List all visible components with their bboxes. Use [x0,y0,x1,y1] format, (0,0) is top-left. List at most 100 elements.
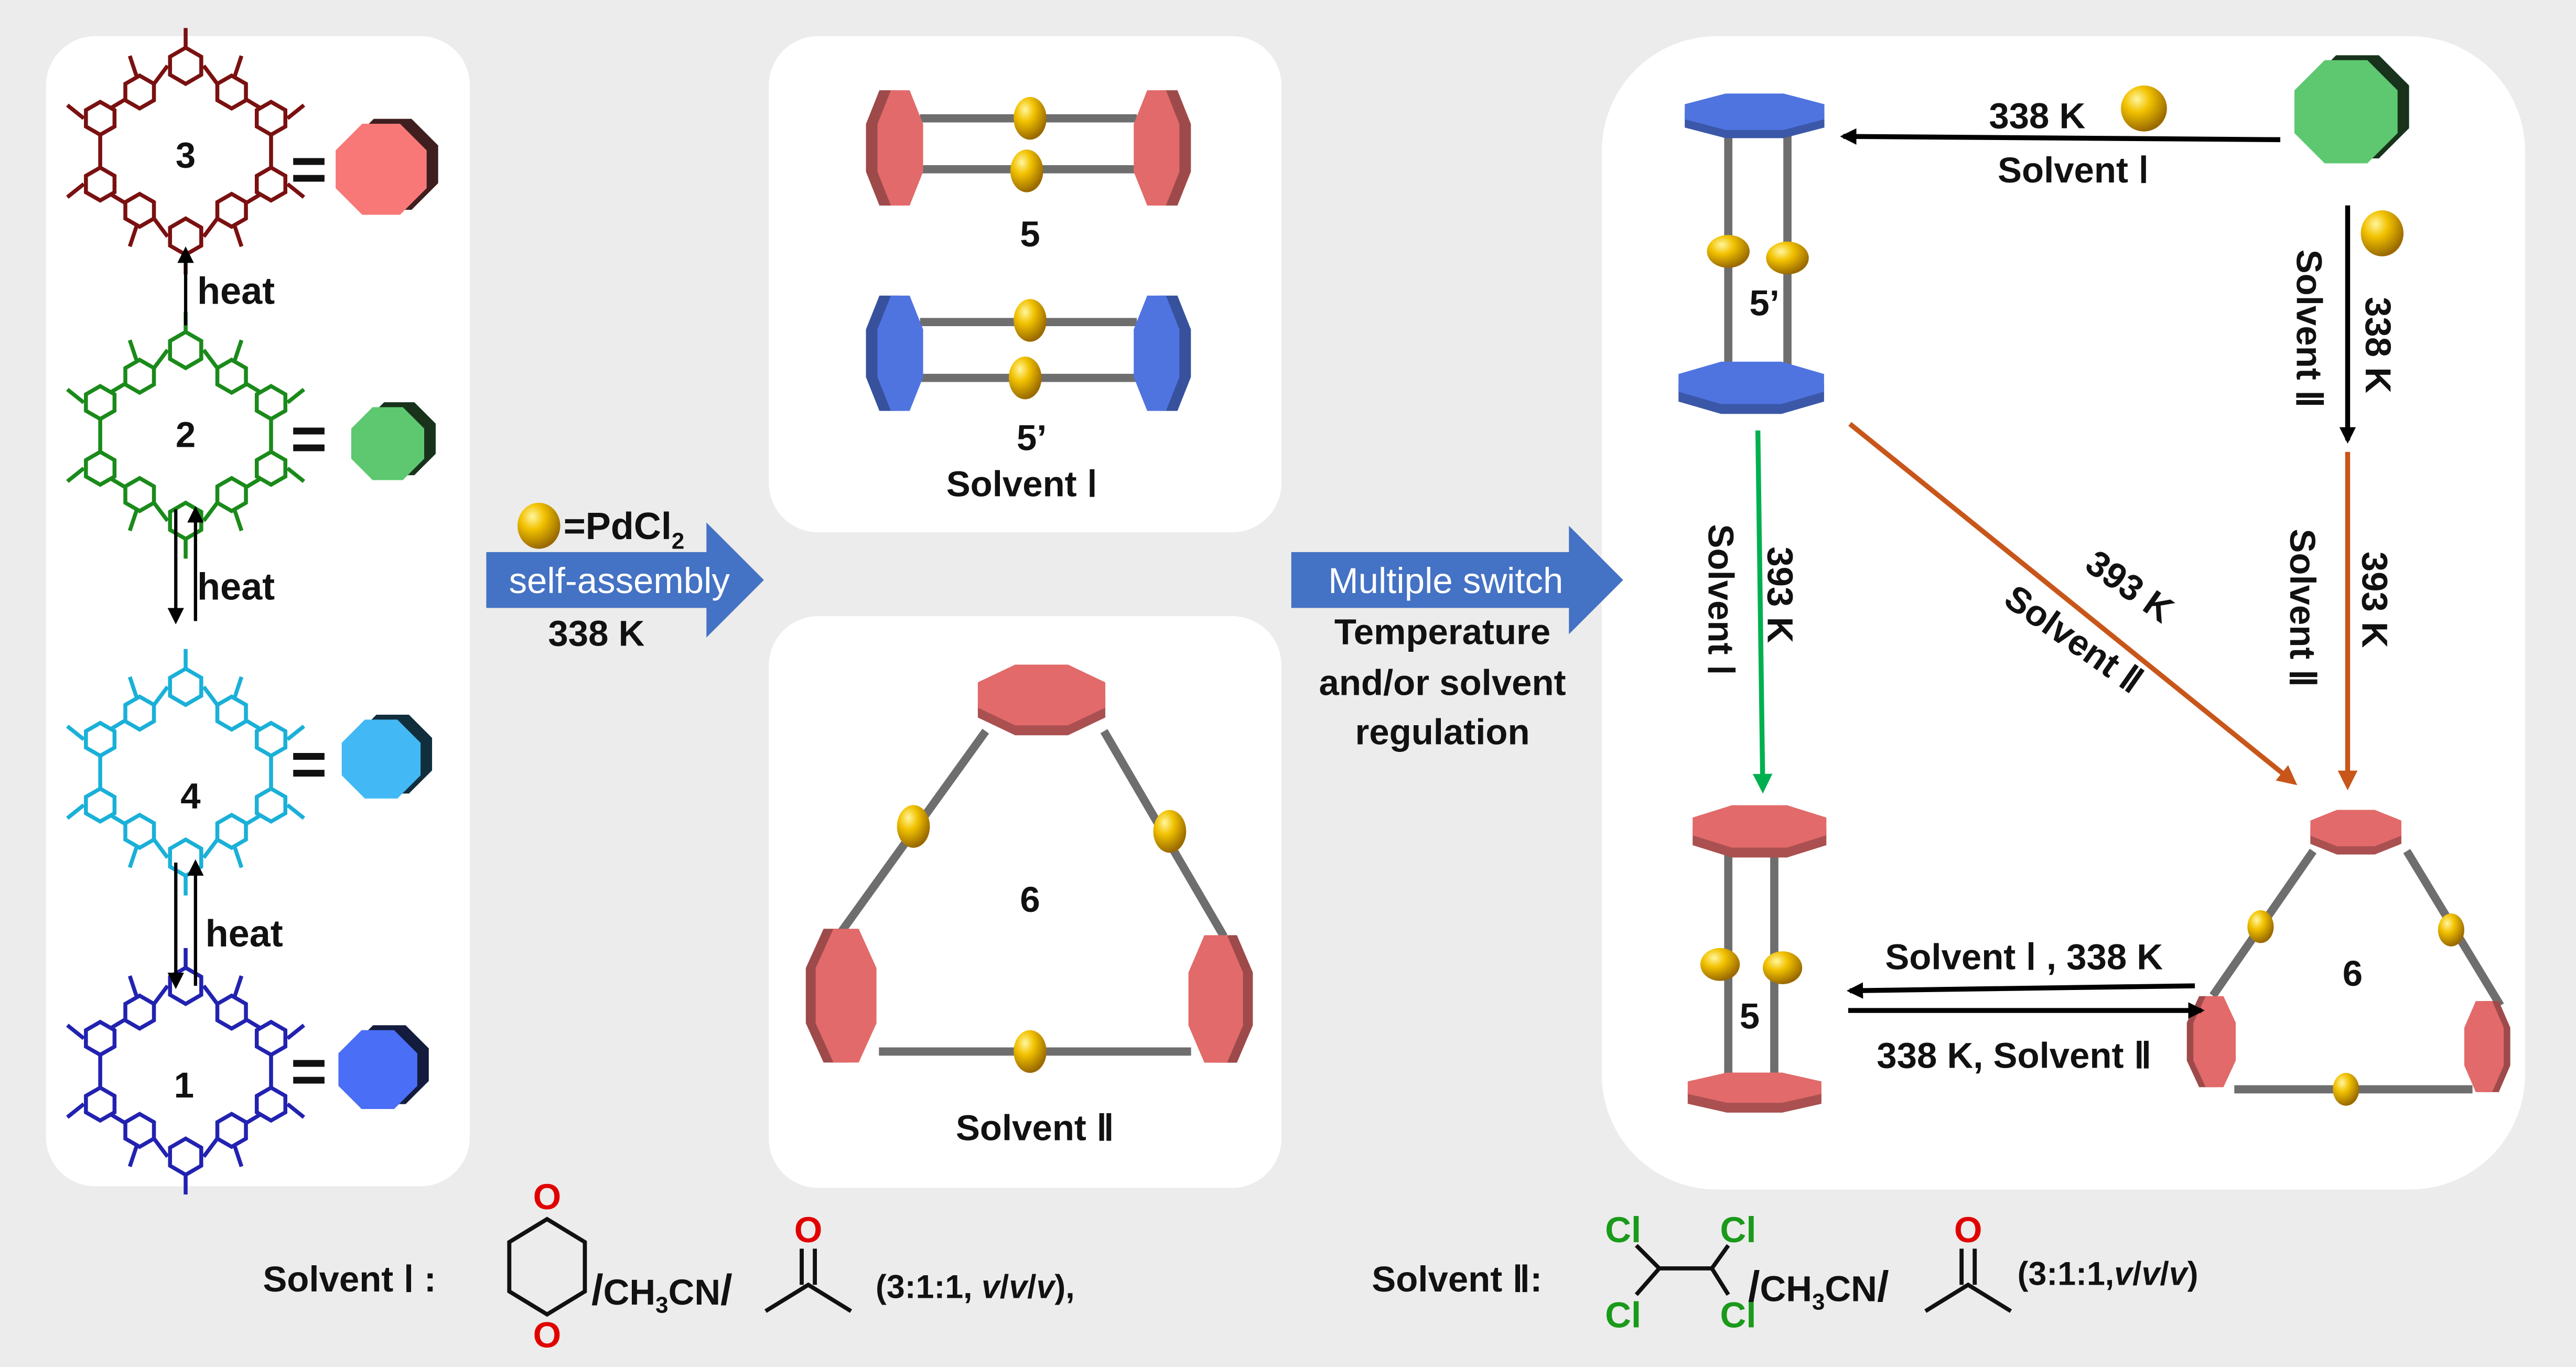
pdcl2-ball [1766,241,1809,275]
aromatic-ring [84,720,117,758]
equals-sign: = [290,729,327,799]
arrow-label: 393 K [2355,552,2395,648]
arrow-label: Solvent Ⅰ , 338 K [1885,937,2163,977]
chlorine-atom: Cl [1720,1210,1756,1250]
pink-plate [977,664,1106,726]
aromatic-ring [84,1085,117,1123]
cage-4-structure-bonds [66,676,169,868]
cage-label-6: 6 [1020,879,1040,920]
pdcl2-ball [1008,356,1042,400]
pink-plate [1693,805,1827,848]
aromatic-ring [254,1085,288,1123]
pink-plate [2193,996,2236,1088]
green-octagon-icon [351,407,425,480]
pdcl2-ball [1014,96,1047,140]
pdcl2-ball [897,805,930,848]
pdcl2-ball [1763,951,1803,984]
arrow-label: 338 K [1989,95,2085,136]
cage-label-1: 1 [174,1065,194,1105]
pdcl2-ball [2247,910,2274,943]
acetonitrile-formula: /CH3CN/ [591,1266,732,1318]
pdcl2-ball [1014,299,1047,342]
switch-caption-line: and/or solvent [1319,662,1566,703]
solvent-1-definition-label: Solvent Ⅰ : [263,1259,436,1299]
pink-plate [1188,935,1243,1063]
blue-plate [1685,93,1825,130]
equals-sign: = [290,404,327,473]
pdcl2-ball [2333,1073,2359,1106]
multiple-switch-label: Multiple switch [1328,561,1563,601]
aromatic-ring [254,786,288,824]
aromatic-ring [168,45,203,87]
pink-plate [877,90,923,206]
reaction-arrow [1752,430,1773,794]
blue-plate [1134,295,1180,411]
aromatic-ring [168,329,203,371]
equals-sign: = [290,1037,327,1106]
pdcl2-ball [517,502,561,549]
cage-label-3: 3 [176,135,196,176]
solvent-2-ratio: (3:1:1,v/v/v) [2018,1255,2198,1292]
arrow-label: 338 K, Solvent Ⅱ [1877,1036,2151,1076]
cage-4-structure-bonds [202,676,306,868]
aromatic-ring [168,666,203,707]
heat-label: heat [197,271,275,313]
aromatic-ring [84,449,117,487]
solvent-1-ratio: (3:1:1, v/v/v), [876,1268,1075,1305]
cage-label-2: 2 [176,414,196,455]
panel-switching [1601,36,2525,1190]
pdcl2-ball [1014,1030,1047,1073]
arrow-label: 393 K [1760,546,1800,643]
oxygen-atom: O [794,1210,823,1250]
arrow-label: 338 K [2358,297,2398,393]
switch-caption-line: regulation [1355,712,1529,752]
cage-1-structure-bonds [202,975,306,1167]
self-assembly-arrow [486,522,764,638]
pink-plate [2464,1001,2504,1092]
chlorine-atom: Cl [1720,1295,1756,1336]
pdcl2-ball [2121,85,2167,132]
dioxane-structure [507,1217,587,1317]
arrow-label: Solvent Ⅰ [1998,150,2149,190]
oxygen-atom: O [533,1315,562,1355]
pdcl2-legend: =PdCl2 [564,505,685,554]
arrow-label: Solvent Ⅱ [2282,529,2323,687]
pdcl2-ball [2438,913,2464,946]
cage-label-5prime: 5’ [1749,283,1779,324]
cage-label-4: 4 [180,776,200,816]
arrow-label: Solvent Ⅱ [2289,250,2329,408]
chlorine-atom: Cl [1605,1210,1641,1250]
cage-2-structure-bonds [66,339,169,532]
cage-label-5: 5 [1020,214,1040,254]
chlorine-atom: Cl [1605,1295,1641,1336]
solvent-2-definition-label: Solvent Ⅱ: [1372,1259,1542,1299]
pink-plate [2310,810,2401,847]
cage-3-structure-bonds [66,55,169,247]
cage-label-6: 6 [2343,953,2363,994]
cyan-octagon-icon [341,719,421,799]
aromatic-ring [254,720,288,758]
pink-plate [815,929,877,1063]
cage-label-5: 5 [1740,996,1760,1036]
pdcl2-ball [1010,149,1043,192]
self-assembly-label: self-assembly [509,561,730,601]
acetone-structure [1924,1248,2012,1313]
blue-octagon-icon [338,1030,417,1110]
aromatic-ring [84,165,117,203]
blue-plate [1678,361,1824,404]
pink-plate [1134,90,1180,206]
acetone-structure [764,1248,853,1313]
green-octagon-icon [2294,60,2398,164]
arrow-label: Solvent Ⅰ [1701,524,1741,675]
aromatic-ring [84,786,117,824]
switch-caption-line: Temperature [1334,611,1550,652]
pdcl2-ball [2361,210,2404,256]
reaction-arrow-back [1846,982,2195,999]
aromatic-ring [254,165,288,203]
pink-plate [1687,1072,1821,1103]
solvent-1-label: Solvent Ⅰ [946,464,1097,504]
cage-label-5prime: 5’ [1017,418,1047,458]
red-octagon-icon [336,123,427,215]
cage-3-structure-bonds [202,55,306,247]
